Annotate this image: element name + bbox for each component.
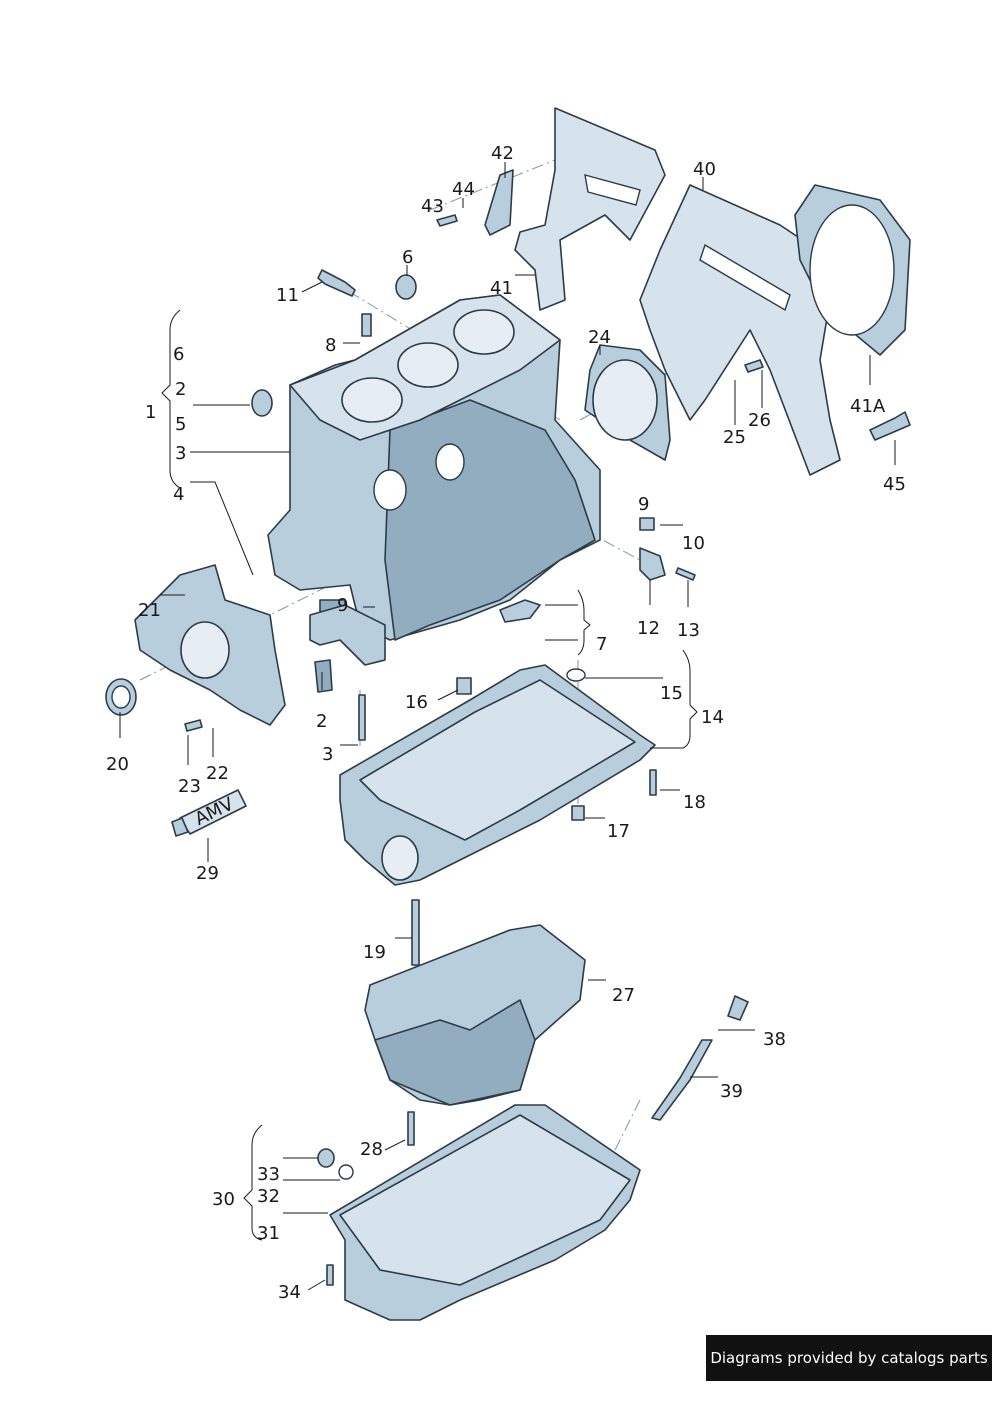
callout-41: 41 (490, 278, 513, 299)
lower-oil-pan-31 (329, 1104, 641, 1321)
callout-20: 20 (106, 754, 129, 775)
callout-11: 11 (276, 285, 299, 306)
callout-19: 19 (363, 942, 386, 963)
callout-29: 29 (196, 863, 219, 884)
callout-3: 3 (175, 443, 186, 464)
callout-15: 15 (660, 683, 683, 704)
callout-14: 14 (701, 707, 724, 728)
bolt-26 (744, 359, 764, 373)
callout-30: 30 (212, 1189, 235, 1210)
bolt-23 (184, 719, 203, 732)
ladder-frame-14 (339, 664, 656, 886)
bearing-cap-2 (309, 604, 386, 693)
leader-lines (119, 162, 896, 1291)
callout-8: 8 (325, 335, 336, 356)
callout-6b: 6 (402, 247, 413, 268)
bolt-19 (411, 899, 420, 966)
callout-23: 23 (178, 776, 201, 797)
bolt-45 (869, 411, 911, 441)
cylinder-block-1 (267, 294, 601, 641)
sleeve-16 (456, 677, 472, 695)
callout-42: 42 (491, 143, 514, 164)
callout-9: 9 (638, 494, 649, 515)
callout-17: 17 (607, 821, 630, 842)
callout-6: 6 (173, 344, 184, 365)
callout-16: 16 (405, 692, 428, 713)
callout-2b: 2 (316, 711, 327, 732)
callout-32: 32 (257, 1186, 280, 1207)
callout-41A: 41A (850, 396, 886, 417)
callout-4: 4 (173, 484, 184, 505)
upper-oil-pan-27 (364, 924, 586, 1106)
bolt-34 (326, 1264, 334, 1286)
callout-28: 28 (360, 1139, 383, 1160)
oil-jet-7 (499, 599, 541, 623)
callout-44: 44 (452, 179, 475, 200)
callout-2: 2 (175, 379, 186, 400)
callout-31: 31 (257, 1223, 280, 1244)
bolt-13 (675, 567, 696, 581)
callout-13: 13 (677, 620, 700, 641)
bolt-28 (407, 1111, 415, 1146)
bolt-3 (358, 694, 366, 741)
callout-labels: 1 6 2 5 3 4 6 11 8 42 44 43 41 40 24 41A… (106, 143, 906, 1303)
bracket-42 (484, 169, 514, 236)
small-parts (184, 169, 911, 1286)
callout-26: 26 (748, 410, 771, 431)
callout-12: 12 (637, 618, 660, 639)
callout-21: 21 (138, 600, 161, 621)
front-housing-21 (134, 564, 286, 726)
pin-9 (639, 517, 655, 531)
callout-45: 45 (883, 474, 906, 495)
callout-10: 10 (682, 533, 705, 554)
callout-1: 1 (145, 402, 156, 423)
seal-carrier-24 (584, 344, 671, 461)
callout-3b: 3 (322, 744, 333, 765)
callout-40: 40 (693, 159, 716, 180)
dowel-pin-8 (361, 313, 372, 337)
callout-18: 18 (683, 792, 706, 813)
callout-34: 34 (278, 1282, 301, 1303)
callout-43: 43 (421, 196, 444, 217)
callout-38: 38 (763, 1029, 786, 1050)
flywheel-cover-41A (794, 184, 911, 356)
sleeve-17 (571, 805, 585, 821)
callout-39: 39 (720, 1081, 743, 1102)
seal-ring-20 (105, 678, 137, 716)
footer-attribution: Diagrams provided by catalogs parts (706, 1335, 992, 1381)
drain-plug-33 (317, 1148, 335, 1168)
oil-jet-12 (639, 547, 666, 581)
bolt-43 (436, 214, 458, 227)
callout-22: 22 (206, 763, 229, 784)
callout-5: 5 (175, 414, 186, 435)
callout-27: 27 (612, 985, 635, 1006)
bolt-18 (649, 769, 657, 796)
callout-7: 7 (596, 634, 607, 655)
callout-9b: 9 (337, 595, 348, 616)
seal-32 (338, 1164, 354, 1180)
plug-5 (251, 389, 273, 417)
callout-25: 25 (723, 427, 746, 448)
callout-33: 33 (257, 1164, 280, 1185)
plug-6 (395, 274, 417, 300)
sender-11 (317, 269, 356, 297)
rear-cover-gasket-41 (514, 107, 666, 311)
dipstick-tube-39 (651, 995, 749, 1121)
o-ring-15 (566, 668, 586, 682)
callout-24: 24 (588, 327, 611, 348)
